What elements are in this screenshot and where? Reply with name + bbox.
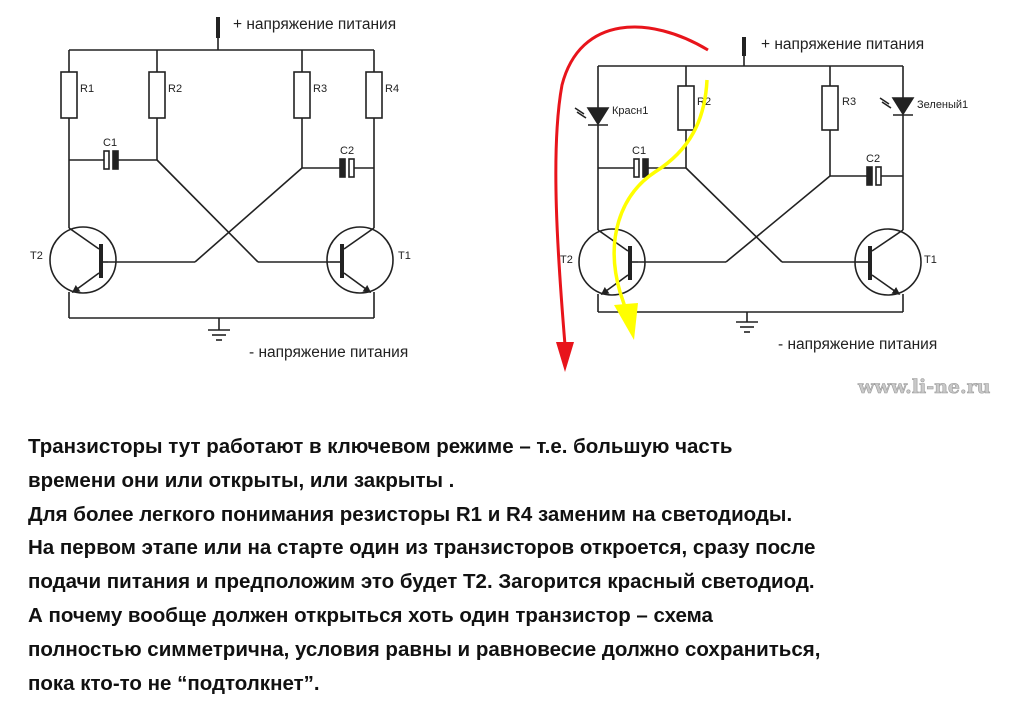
left-t2-label: T2 (30, 250, 43, 262)
right-led-green (891, 97, 915, 116)
right-led-red-label: Красн1 (612, 105, 648, 117)
right-r3-label: R3 (842, 96, 856, 108)
left-capacitor-c2 (339, 158, 346, 178)
left-capacitor-c1 (103, 150, 110, 170)
left-r1-label: R1 (80, 83, 94, 95)
right-c1-label: C1 (632, 145, 646, 157)
explanation-line: подачи питания и предположим это будет T… (28, 570, 815, 594)
right-transistor-t1 (854, 228, 922, 296)
right-c2-label: C2 (866, 153, 880, 165)
right-resistor-r3 (821, 85, 839, 131)
right-led-red (586, 107, 610, 126)
left-resistor-r4 (365, 71, 383, 119)
left-r4-label: R4 (385, 83, 399, 95)
right-circuit (574, 37, 922, 333)
right-transistor-t2 (578, 228, 646, 296)
explanation-line: времени они или открыты, или закрыты . (28, 468, 455, 492)
explanation-line: Для более легкого понимания резисторы R1… (28, 502, 793, 526)
left-r2-label: R2 (168, 83, 182, 95)
right-supply-minus-label: - напряжение питания (778, 336, 937, 353)
right-led-green-label: Зеленый1 (917, 99, 968, 111)
right-t1-label: T1 (924, 254, 937, 266)
left-transistor-t1 (326, 226, 394, 294)
right-capacitor-c2 (866, 166, 873, 186)
right-resistor-r2 (677, 85, 695, 131)
explanation-line: пока кто-то не “подтолкнет”. (28, 671, 320, 695)
left-c1-label: C1 (103, 137, 117, 149)
circuit-diagrams: + напряжение питания - напряжение питани… (30, 16, 991, 398)
explanation-line: Транзисторы тут работают в ключевом режи… (28, 435, 733, 458)
left-resistor-r2 (148, 71, 166, 119)
left-r3-label: R3 (313, 83, 327, 95)
left-circuit-labels: + напряжение питания - напряжение питани… (30, 16, 411, 361)
right-t2-label: T2 (560, 254, 573, 266)
left-circuit (49, 17, 394, 341)
left-supply-plus-label: + напряжение питания (233, 16, 396, 33)
left-c2-label: C2 (340, 145, 354, 157)
left-t1-label: T1 (398, 250, 411, 262)
yellow-flow-arrow (612, 79, 709, 340)
right-circuit-labels: + напряжение питания - напряжение питани… (560, 36, 968, 353)
left-supply-minus-label: - напряжение питания (249, 344, 408, 361)
left-transistor-t2 (49, 226, 117, 294)
explanation-line: На первом этапе или на старте один из тр… (28, 536, 816, 560)
explanation-line: полностью симметрична, условия равны и р… (28, 637, 821, 661)
right-supply-plus-label: + напряжение питания (761, 36, 924, 53)
watermark-text: www.li-ne.ru (857, 376, 991, 398)
explanation-text: Транзисторы тут работают в ключевом режи… (28, 430, 1013, 700)
red-flow-arrow (554, 25, 709, 372)
left-resistor-r1 (60, 71, 78, 119)
explanation-line: А почему вообще должен открыться хоть од… (28, 603, 713, 627)
right-capacitor-c1 (633, 158, 640, 178)
left-resistor-r3 (293, 71, 311, 119)
